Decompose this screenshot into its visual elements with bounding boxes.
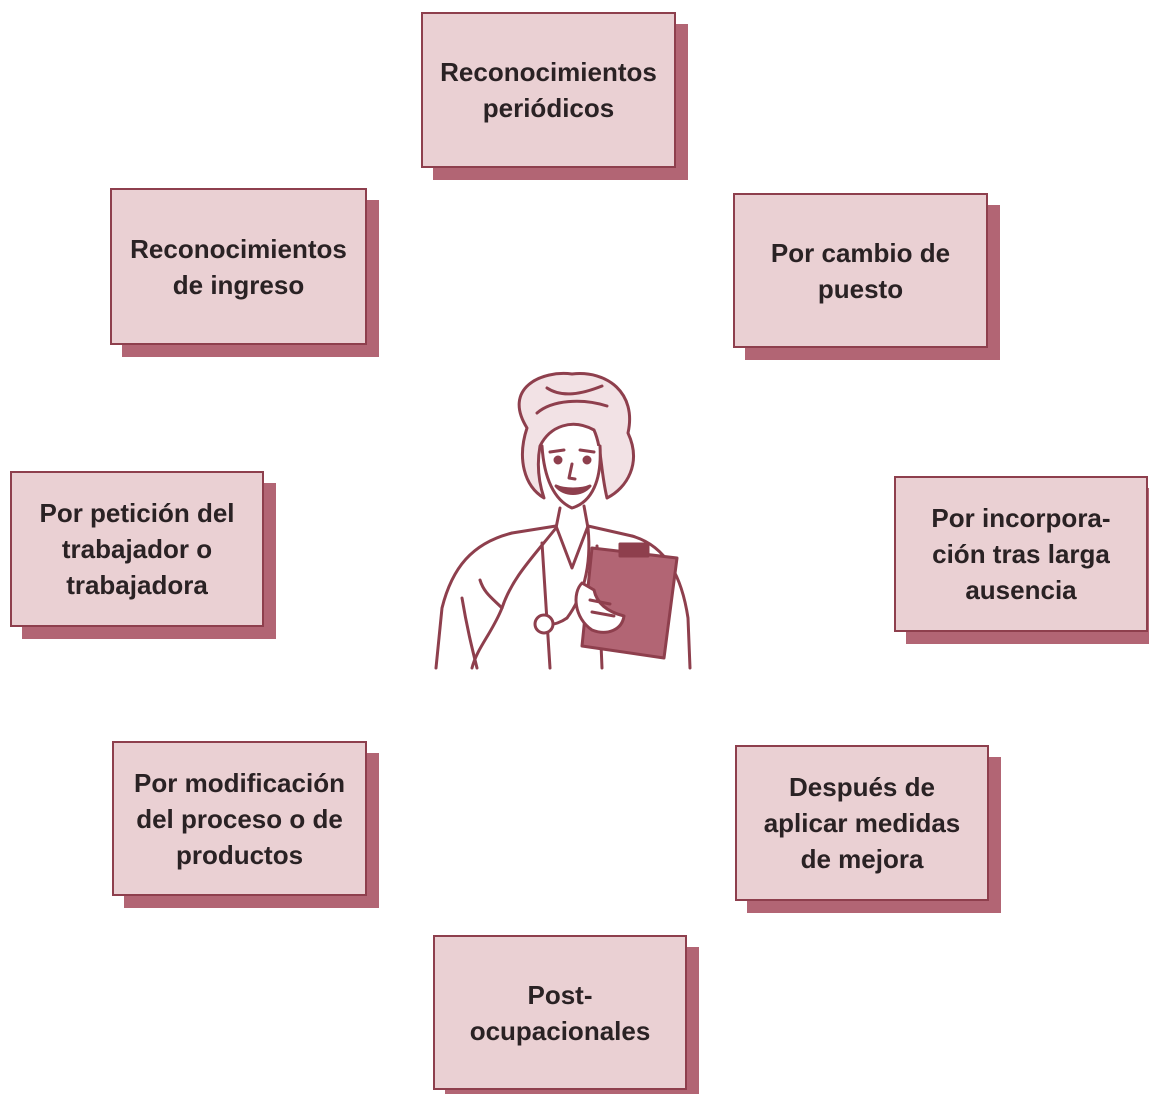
box-label: Por cambio de puesto xyxy=(770,237,951,304)
box-label: Por incorpora- ción tras larga ausencia xyxy=(931,503,1111,605)
box-label: Post- ocupacionales xyxy=(469,979,651,1046)
box-label: Reconocimientos de ingreso xyxy=(130,233,347,300)
box-label: Por modificación del proceso o de produc… xyxy=(134,767,345,870)
box-por-cambio-de-puesto: Por cambio de puesto xyxy=(733,193,988,348)
box-post-ocupacionales: Post- ocupacionales xyxy=(433,935,687,1090)
box-por-peticion-del-trabajador: Por petición del trabajador o trabajador… xyxy=(10,471,264,627)
doctor-illustration xyxy=(434,371,692,670)
box-label: Por petición del trabajador o trabajador… xyxy=(39,498,235,600)
box-reconocimientos-periodicos: Reconocimientos periódicos xyxy=(421,12,676,168)
box-label: Reconocimientos periódicos xyxy=(440,57,657,123)
box-despues-de-medidas-de-mejora: Después de aplicar medidas de mejora xyxy=(735,745,989,901)
box-por-incorporacion-tras-ausencia: Por incorpora- ción tras larga ausencia xyxy=(894,476,1148,632)
box-por-modificacion-del-proceso: Por modificación del proceso o de produc… xyxy=(112,741,367,896)
box-reconocimientos-de-ingreso: Reconocimientos de ingreso xyxy=(110,188,367,345)
box-label: Después de aplicar medidas de mejora xyxy=(763,772,961,874)
